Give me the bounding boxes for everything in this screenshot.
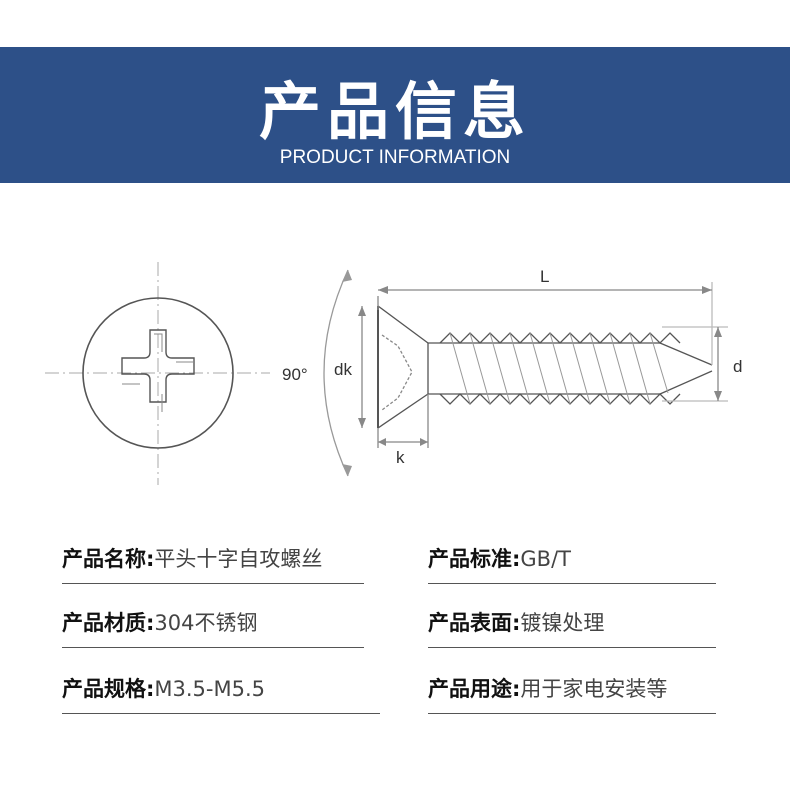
info-label: 产品材质: — [62, 611, 155, 635]
info-usage: 产品用途:用于家电安装等 — [428, 653, 716, 714]
length-label: L — [540, 267, 549, 286]
info-label: 产品表面: — [428, 611, 521, 635]
info-label: 产品规格: — [62, 677, 155, 701]
screw-diagram: 90° dk L k d — [45, 262, 742, 485]
info-label: 产品标准: — [428, 547, 521, 571]
info-value: 304不锈钢 — [154, 611, 258, 635]
page-subtitle: PRODUCT INFORMATION — [279, 147, 511, 168]
info-surface: 产品表面:镀镍处理 — [428, 587, 716, 648]
head-diameter-label: dk — [334, 360, 352, 379]
info-label: 产品用途: — [428, 677, 521, 701]
angle-label: 90° — [282, 365, 308, 384]
diameter-label: d — [733, 357, 742, 376]
info-standard: 产品标准:GB/T — [428, 523, 716, 584]
info-value: GB/T — [520, 547, 571, 571]
screw-side-view — [323, 269, 728, 477]
header-banner: 产品信息 PRODUCT INFORMATION — [0, 47, 790, 183]
info-spec: 产品规格:M3.5-M5.5 — [62, 653, 380, 714]
info-value: 镀镍处理 — [520, 611, 605, 635]
head-height-label: k — [396, 448, 405, 467]
info-value: 平头十字自攻螺丝 — [154, 547, 323, 571]
info-value: 用于家电安装等 — [520, 677, 668, 701]
screw-head-top-view — [45, 262, 270, 485]
info-label: 产品名称: — [62, 547, 155, 571]
info-material: 产品材质:304不锈钢 — [62, 587, 364, 648]
page-title: 产品信息 — [258, 75, 531, 148]
info-name: 产品名称:平头十字自攻螺丝 — [62, 523, 364, 584]
info-value: M3.5-M5.5 — [154, 677, 266, 701]
